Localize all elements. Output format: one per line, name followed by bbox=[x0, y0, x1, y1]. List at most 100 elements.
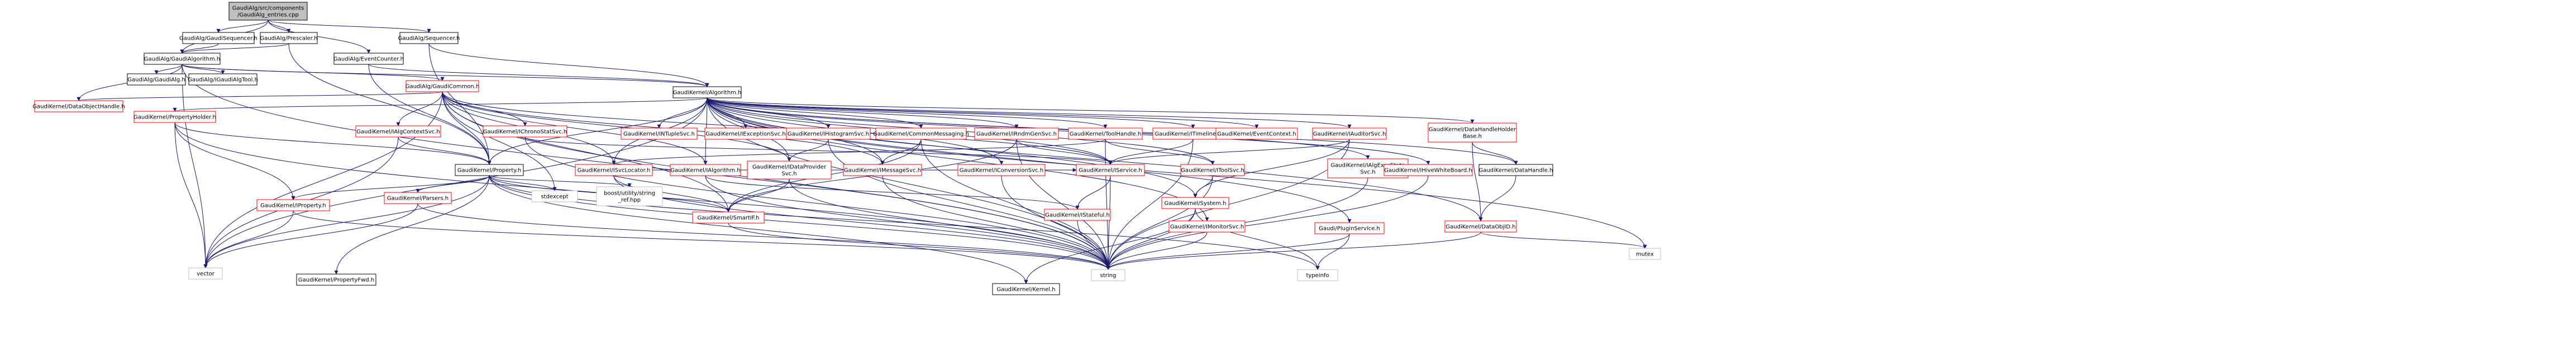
edge-property-to-propfwd bbox=[334, 175, 490, 275]
edge-property-to-string bbox=[489, 175, 1110, 270]
node-iauditor-box bbox=[1312, 128, 1387, 140]
node-propfwd[interactable]: GaudiKernel/PropertyFwd.h bbox=[296, 273, 376, 286]
node-istatefull-box bbox=[1044, 209, 1111, 221]
node-ialgtool[interactable]: GaudiAlg/IGaudiAlgTool.h bbox=[188, 73, 258, 86]
node-property[interactable]: GaudiKernel/Property.h bbox=[455, 164, 524, 176]
node-ihisto-box bbox=[786, 128, 871, 140]
node-string-box bbox=[1091, 269, 1125, 281]
node-boostutil-box bbox=[596, 186, 663, 206]
edge-propholder-to-iproperty bbox=[174, 122, 295, 200]
edge-property-to-kernel bbox=[489, 175, 1028, 284]
edge-svclocator-to-smartif bbox=[613, 175, 731, 213]
node-gaudiseq[interactable]: GaudiAlg/GaudiSequencer.h bbox=[179, 32, 257, 44]
node-evtcounter-box bbox=[333, 53, 404, 65]
node-toolhandle-box bbox=[1068, 128, 1143, 140]
node-evtcounter[interactable]: GaudiAlg/EventCounter.h bbox=[333, 53, 404, 65]
edge-toolhandle-to-string bbox=[1105, 139, 1110, 270]
edge-algorithm-to-property bbox=[487, 97, 708, 165]
node-root-label-0: GaudiAlg/src/components bbox=[232, 6, 304, 12]
node-gaudialg-label-0: GaudiAlg/GaudiAlg.h bbox=[127, 77, 185, 83]
edge-algorithm-to-toolhandle bbox=[707, 97, 1108, 129]
edge-algorithm-to-itimeline bbox=[707, 97, 1195, 129]
node-iproperty: GaudiKernel/IProperty.h bbox=[256, 199, 330, 211]
node-ieventctx: GaudiKernel/EventContext.h bbox=[1215, 128, 1298, 140]
node-prescaler[interactable]: GaudiAlg/Prescaler.h bbox=[260, 32, 318, 44]
node-idataprov-label-0: GaudiKernel/IDataProvider bbox=[752, 164, 827, 171]
edge-evtcounter-to-algorithm bbox=[368, 64, 709, 87]
edge-algorithm-to-dhholder bbox=[707, 97, 1475, 124]
edge-layer bbox=[77, 20, 1647, 284]
edge-itoolsvc-to-isystem bbox=[1193, 175, 1213, 198]
node-toolhandle-label-0: GaudiKernel/ToolHandle.h bbox=[1070, 131, 1141, 138]
node-imonitor: GaudiKernel/IMonitorSvc.h bbox=[1168, 220, 1246, 233]
edge-algorithm-to-propholder bbox=[173, 97, 708, 112]
node-vector-label-0: vector bbox=[197, 271, 215, 277]
node-dataobjid-label-0: GaudiKernel/DataObjID.h bbox=[1446, 224, 1515, 230]
node-gaudicommon-box bbox=[406, 80, 479, 92]
node-algexec-label-0: GaudiKernel/IAlgExecState bbox=[1330, 163, 1405, 169]
edge-gaudicommon-to-vector bbox=[203, 91, 443, 268]
node-svclocator-box bbox=[575, 164, 653, 176]
node-ieventctx-label-0: GaudiKernel/EventContext.h bbox=[1217, 131, 1296, 138]
node-intuple: GaudiKernel/INTupleSvc.h bbox=[621, 128, 698, 140]
node-kernel-label-0: GaudiKernel/Kernel.h bbox=[996, 287, 1055, 293]
node-datahandle[interactable]: GaudiKernel/DataHandle.h bbox=[1478, 164, 1553, 176]
edge-iservice-to-string bbox=[1106, 175, 1111, 270]
edge-indmgr-to-string bbox=[1016, 139, 1110, 270]
node-smartif: GaudiKernel/SmartIF.h bbox=[692, 211, 765, 224]
edge-gaudicommon-to-property bbox=[442, 91, 492, 165]
edge-commonmsg-to-string bbox=[920, 139, 1110, 270]
node-smartif-label-0: GaudiKernel/SmartIF.h bbox=[698, 215, 760, 221]
node-imessage: GaudiKernel/IMessageSvc.h bbox=[843, 164, 922, 176]
edge-algorithm-to-ieventctx bbox=[707, 97, 1259, 129]
node-sequencer[interactable]: GaudiAlg/Sequencer.h bbox=[398, 32, 460, 44]
node-commonmsg: GaudiKernel/CommonMessaging.h bbox=[873, 128, 969, 140]
node-propfwd-box bbox=[296, 273, 376, 286]
edge-sequencer-to-algorithm bbox=[428, 43, 709, 87]
edge-property-to-iproperty bbox=[291, 175, 490, 200]
node-dhholder-label-0: GaudiKernel/DataHandleHolder bbox=[1429, 127, 1516, 133]
edge-gaudicommon-to-string bbox=[442, 91, 1110, 270]
node-gaudicommon-label-0: GaudiAlg/GaudiCommon.h bbox=[406, 84, 480, 90]
edge-iauditor-to-iservice bbox=[1108, 139, 1350, 165]
edge-prescaler-to-property bbox=[288, 43, 492, 165]
node-dataobjhandle-label-0: GaudiKernel/DataObjectHandle.h bbox=[32, 104, 125, 110]
node-iservice-box bbox=[1076, 164, 1145, 176]
node-ihivewb-label-0: GaudiKernel/IHiveWhiteBoard.h bbox=[1384, 168, 1472, 174]
edge-gaudicommon-to-ialgorithm bbox=[442, 91, 708, 165]
edge-pluginsvc-to-typeinfo bbox=[1315, 233, 1350, 270]
node-gaudialgo[interactable]: GaudiAlg/GaudiAlgorithm.h bbox=[144, 53, 221, 65]
node-istatefull: GaudiKernel/IStateful.h bbox=[1044, 209, 1111, 221]
edge-property-to-stdexcept bbox=[489, 175, 557, 191]
node-chronostat-label-0: GaudiKernel/IChronoStatSvc.h bbox=[483, 129, 567, 135]
node-algexec-label-1: Svc.h bbox=[1360, 169, 1375, 176]
node-ihivewb-box bbox=[1384, 164, 1473, 176]
node-stdexcept: stdexcept bbox=[531, 190, 578, 202]
node-algcontext-label-0: GaudiKernel/IAlgContextSvc.h bbox=[356, 129, 440, 135]
edge-root-to-gaudiseq bbox=[216, 20, 269, 33]
node-gaudialg[interactable]: GaudiAlg/GaudiAlg.h bbox=[127, 73, 186, 86]
node-idataprov-label-1: Svc.h bbox=[781, 171, 796, 177]
node-algcontext-box bbox=[355, 125, 441, 138]
node-iauditor-label-0: GaudiKernel/IAuditorSvc.h bbox=[1313, 131, 1386, 138]
node-idataprov-box bbox=[747, 161, 832, 180]
node-layer: GaudiAlg/src/components/GaudiAlg_entries… bbox=[32, 2, 1661, 295]
node-isystem-label-0: GaudiKernel/System.h bbox=[1165, 201, 1227, 207]
edge-ihisto-to-string bbox=[828, 139, 1110, 270]
node-algorithm[interactable]: GaudiKernel/Algorithm.h bbox=[672, 86, 742, 98]
node-imessage-box bbox=[843, 164, 922, 176]
node-sequencer-box bbox=[399, 32, 459, 44]
node-iconversion: GaudiKernel/IConversionSvc.h bbox=[957, 164, 1046, 176]
edge-dataobjid-to-string bbox=[1106, 232, 1481, 270]
edge-algorithm-to-iauditor bbox=[707, 97, 1352, 129]
edge-iproperty-to-vector bbox=[203, 210, 294, 268]
node-parsers: GaudiKernel/Parsers.h bbox=[384, 192, 452, 204]
node-chronostat: GaudiKernel/IChronoStatSvc.h bbox=[483, 125, 567, 138]
node-parsers-label-0: GaudiKernel/Parsers.h bbox=[387, 196, 449, 202]
node-kernel[interactable]: GaudiKernel/Kernel.h bbox=[992, 283, 1060, 295]
edge-toolhandle-to-svclocator bbox=[612, 139, 1106, 165]
node-algorithm-box bbox=[672, 86, 742, 98]
node-svclocator-label-0: GaudiKernel/ISvcLocator.h bbox=[578, 168, 651, 174]
